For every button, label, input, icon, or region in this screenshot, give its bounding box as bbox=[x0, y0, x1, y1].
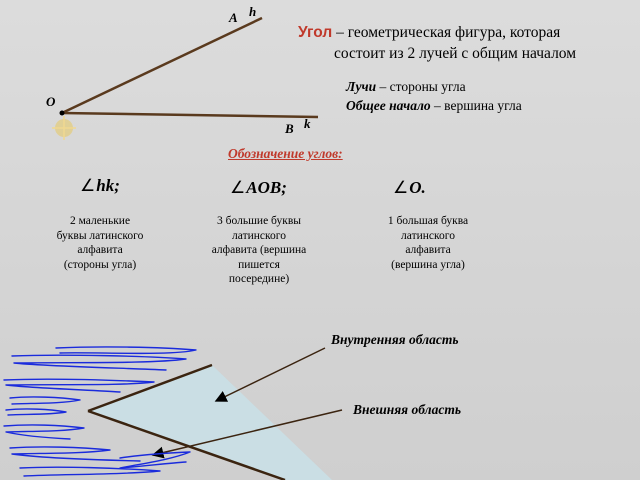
term-rays: Лучи – стороны угла bbox=[346, 79, 466, 95]
outer-arrow bbox=[151, 409, 343, 459]
caption-line: 1 большая буква bbox=[387, 215, 469, 227]
caption-line: латинского bbox=[401, 229, 455, 242]
label-point-a: A bbox=[229, 10, 238, 25]
angle-definition: Угол – геометрическая фигура, которая со… bbox=[298, 22, 628, 64]
term-origin-keyword: Общее начало bbox=[346, 98, 431, 113]
caption-line: 2 маленькие bbox=[69, 215, 131, 227]
caption-line: алфавита bbox=[77, 244, 123, 256]
caption-line: буквы латинского bbox=[56, 229, 144, 242]
notation-hk: ∠hk; bbox=[80, 176, 120, 196]
term-rays-keyword: Лучи bbox=[346, 79, 377, 94]
caption-line: латинского bbox=[232, 229, 286, 242]
inner-region-label: Внутренняя область bbox=[331, 332, 459, 347]
term-origin: Общее начало – вершина угла bbox=[346, 98, 522, 114]
angle-symbol-icon: ∠ bbox=[230, 178, 246, 197]
vertex-dot bbox=[59, 110, 65, 116]
caption-line: посередине) bbox=[228, 273, 290, 285]
ray-oa bbox=[61, 16, 263, 115]
label-point-b: B bbox=[285, 121, 294, 136]
lower-ray-lower bbox=[87, 409, 286, 480]
inner-arrow bbox=[214, 347, 326, 402]
caption-aob: 3 большие буквы латинского алфавита (вер… bbox=[196, 214, 322, 287]
definition-line2: состоит из 2 лучей с общим началом bbox=[334, 45, 577, 62]
caption-line: (вершина угла) bbox=[391, 258, 465, 271]
label-vertex-o: O bbox=[46, 94, 56, 109]
caption-o: 1 большая буква латинского алфавита (вер… bbox=[366, 214, 490, 272]
caption-line: (стороны угла) bbox=[63, 258, 137, 271]
label-ray-h: h bbox=[249, 4, 257, 19]
notation-o-text: O. bbox=[409, 178, 426, 197]
caption-line: алфавита bbox=[405, 244, 451, 256]
notation-hk-text: hk; bbox=[96, 176, 120, 195]
caption-line: 3 большие буквы bbox=[217, 215, 301, 227]
angle-symbol-icon: ∠ bbox=[393, 178, 409, 197]
lower-ray-upper bbox=[87, 363, 213, 413]
term-rays-definition: – стороны угла bbox=[376, 79, 466, 94]
label-ray-k: k bbox=[304, 116, 311, 131]
notation-o: ∠O. bbox=[393, 178, 426, 198]
definition-line1: – геометрическая фигура, которая bbox=[332, 24, 561, 41]
pen-scribble bbox=[3, 346, 197, 477]
angle-symbol-icon: ∠ bbox=[80, 176, 96, 195]
notation-title: Обозначение углов: bbox=[228, 146, 343, 161]
notation-aob: ∠AOB; bbox=[230, 178, 287, 198]
caption-line: алфавита (вершина bbox=[211, 244, 307, 256]
definition-keyword: Угол bbox=[298, 24, 333, 41]
outer-region-label: Внешняя область bbox=[353, 402, 462, 417]
caption-hk: 2 маленькие буквы латинского алфавита (с… bbox=[40, 214, 160, 272]
caption-line: пишется bbox=[238, 258, 280, 271]
ray-ob bbox=[61, 111, 319, 119]
notation-aob-text: AOB; bbox=[246, 178, 287, 197]
inner-region-fill bbox=[88, 365, 332, 480]
term-origin-definition: – вершина угла bbox=[430, 98, 522, 113]
